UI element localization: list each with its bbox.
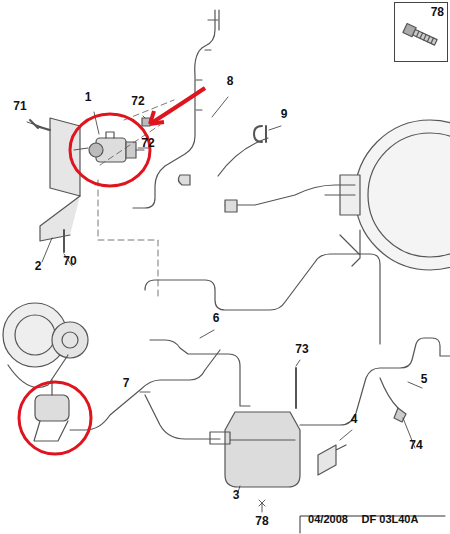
callout-number: 74 [408, 438, 423, 452]
callout-number: 72 [130, 94, 145, 108]
callout-number: 73 [294, 342, 309, 356]
callout-number: 70 [62, 254, 77, 268]
callout-number: 7 [122, 376, 131, 390]
callout-number: 3 [232, 488, 241, 502]
callout-number: 8 [226, 74, 235, 88]
callout-number: 4 [350, 412, 359, 426]
callout-number: 72 [140, 136, 155, 150]
callout-number: 78 [254, 514, 269, 528]
callout-number: 78 [431, 6, 444, 18]
callout-number: 6 [212, 311, 221, 325]
callout-number: 1 [84, 90, 93, 104]
part-box: 78 [394, 2, 448, 62]
callout-number: 2 [34, 259, 43, 273]
footer-text: 04/2008 [307, 513, 349, 526]
callout-number: 9 [280, 107, 289, 121]
callout-number: 71 [12, 99, 27, 113]
footer-text: DF 03L40A [361, 513, 420, 526]
callout-number: 5 [420, 372, 429, 386]
